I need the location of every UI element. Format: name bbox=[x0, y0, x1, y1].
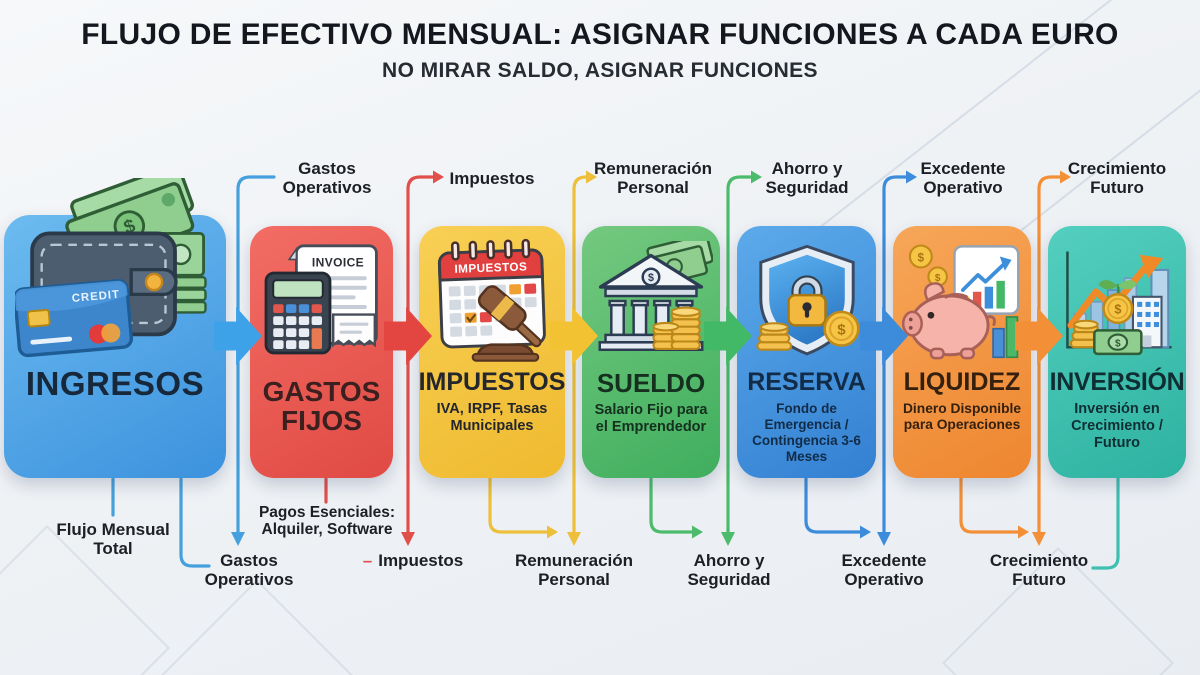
gavel-icon bbox=[471, 285, 542, 362]
bottom-label-crecimiento-futuro: Crecimiento Futuro bbox=[989, 551, 1089, 590]
card-inversion: $ $ INVERSIÓN Inversión en Crecimiento /… bbox=[1048, 226, 1186, 478]
svg-text:$: $ bbox=[918, 252, 925, 265]
svg-text:$: $ bbox=[648, 272, 654, 284]
bottom-label-ahorro-seguridad: Ahorro y Seguridad bbox=[687, 551, 771, 590]
card-gastos-fijos: INVOICE bbox=[250, 226, 393, 478]
bottom-label-gastos-operativos: Gastos Operativos bbox=[204, 551, 294, 590]
card-title: INVERSIÓN bbox=[1049, 368, 1185, 396]
connector-remuneracion-personal bbox=[488, 170, 597, 546]
top-label-ahorro-seguridad: Ahorro y Seguridad bbox=[765, 159, 849, 198]
top-label-impuestos: Impuestos bbox=[449, 169, 535, 188]
page-subtitle: NO MIRAR SALDO, ASIGNAR FUNCIONES bbox=[382, 59, 818, 82]
bottom-label-excedente-operativo: Excedente Operativo bbox=[841, 551, 927, 590]
padlock-icon bbox=[786, 275, 827, 327]
svg-text:$: $ bbox=[935, 273, 941, 284]
top-label-excedente-operativo: Excedente Operativo bbox=[920, 159, 1006, 198]
growth-chart-city-icon: $ $ bbox=[1054, 234, 1180, 368]
card-subtitle: Dinero Disponible para Operaciones bbox=[902, 400, 1022, 433]
card-liquidez: $ $ bbox=[893, 226, 1031, 478]
card-reserva: $ RESERVA Fondo de Emergencia / Continge… bbox=[737, 226, 876, 478]
card-subtitle: Inversión en Crecimiento / Futuro bbox=[1071, 400, 1163, 452]
card-ingresos: $ CR bbox=[4, 178, 226, 478]
shield-lock-coins-icon: $ bbox=[744, 234, 870, 368]
card-title: SUELDO bbox=[596, 368, 706, 398]
top-label-gastos-operativos: Gastos Operativos bbox=[282, 159, 372, 198]
piggy-bank-icon bbox=[901, 282, 996, 360]
svg-text:IMPUESTOS: IMPUESTOS bbox=[454, 260, 527, 276]
tax-calendar-gavel-icon: IMPUESTOS bbox=[427, 234, 557, 368]
bottom-label-impuestos-text: Impuestos bbox=[378, 551, 464, 570]
connector-excedente-operativo bbox=[804, 170, 917, 546]
buildings-icon bbox=[1131, 268, 1170, 349]
coin-icon: $ $ bbox=[908, 244, 948, 287]
banknote-icon: $ bbox=[1093, 329, 1143, 356]
connector-gastos-operativos bbox=[111, 175, 276, 568]
svg-text:$: $ bbox=[837, 322, 846, 339]
wallet-money-credit-card-icon: $ CR bbox=[15, 177, 215, 367]
svg-text:INVOICE: INVOICE bbox=[311, 256, 363, 270]
connector-impuestos bbox=[324, 170, 444, 546]
card-sueldo: $ bbox=[582, 226, 720, 478]
piggy-bank-chart-icon: $ $ bbox=[899, 234, 1025, 368]
card-subtitle: Salario Fijo para el Emprendedor bbox=[594, 401, 708, 435]
card-title: GASTOS FIJOS bbox=[262, 376, 381, 436]
coin-icon: $ bbox=[822, 310, 859, 347]
card-title: IMPUESTOS bbox=[418, 368, 566, 396]
card-title: RESERVA bbox=[747, 368, 866, 396]
card-title: LIQUIDEZ bbox=[903, 368, 1021, 396]
coin-stack-icon bbox=[652, 306, 701, 350]
bottom-label-flujo-mensual-total: Flujo Mensual Total bbox=[56, 520, 170, 559]
bottom-label-impuestos: –Impuestos bbox=[363, 551, 464, 570]
credit-card-icon: CREDIT bbox=[15, 279, 134, 358]
connector-crecimiento-futuro bbox=[959, 170, 1071, 546]
bottom-label-remuneracion-personal: Remuneración Personal bbox=[514, 551, 634, 590]
coin-stack-icon bbox=[755, 322, 792, 351]
calculator-icon bbox=[264, 271, 331, 355]
svg-text:$: $ bbox=[1114, 303, 1121, 317]
small-bars-icon bbox=[992, 316, 1019, 359]
top-label-crecimiento-futuro: Crecimiento Futuro bbox=[1067, 159, 1167, 198]
svg-text:CREDIT: CREDIT bbox=[71, 289, 120, 305]
page-title: FLUJO DE EFECTIVO MENSUAL: ASIGNAR FUNCI… bbox=[81, 18, 1119, 51]
connector-ahorro-seguridad bbox=[649, 170, 762, 546]
card-subtitle: Fondo de Emergencia / Contingencia 3-6 M… bbox=[752, 400, 861, 465]
bottom-label-pagos-esenciales: Pagos Esenciales: Alquiler, Software bbox=[258, 504, 396, 539]
card-impuestos: IMPUESTOS bbox=[419, 226, 565, 478]
bank-coins-icon: $ bbox=[589, 234, 713, 368]
coin-sprout-icon: $ bbox=[1098, 279, 1138, 325]
connector-inversion-futuro bbox=[1091, 477, 1120, 570]
svg-text:$: $ bbox=[1115, 338, 1121, 349]
top-label-remuneracion-personal: Remuneración Personal bbox=[593, 159, 713, 198]
card-title: INGRESOS bbox=[25, 365, 205, 402]
card-subtitle: IVA, IRPF, Tasas Municipales bbox=[436, 400, 548, 434]
mini-chart-icon bbox=[953, 245, 1020, 315]
calculator-invoice-icon: INVOICE bbox=[258, 234, 386, 368]
red-dash-icon: – bbox=[362, 551, 373, 570]
